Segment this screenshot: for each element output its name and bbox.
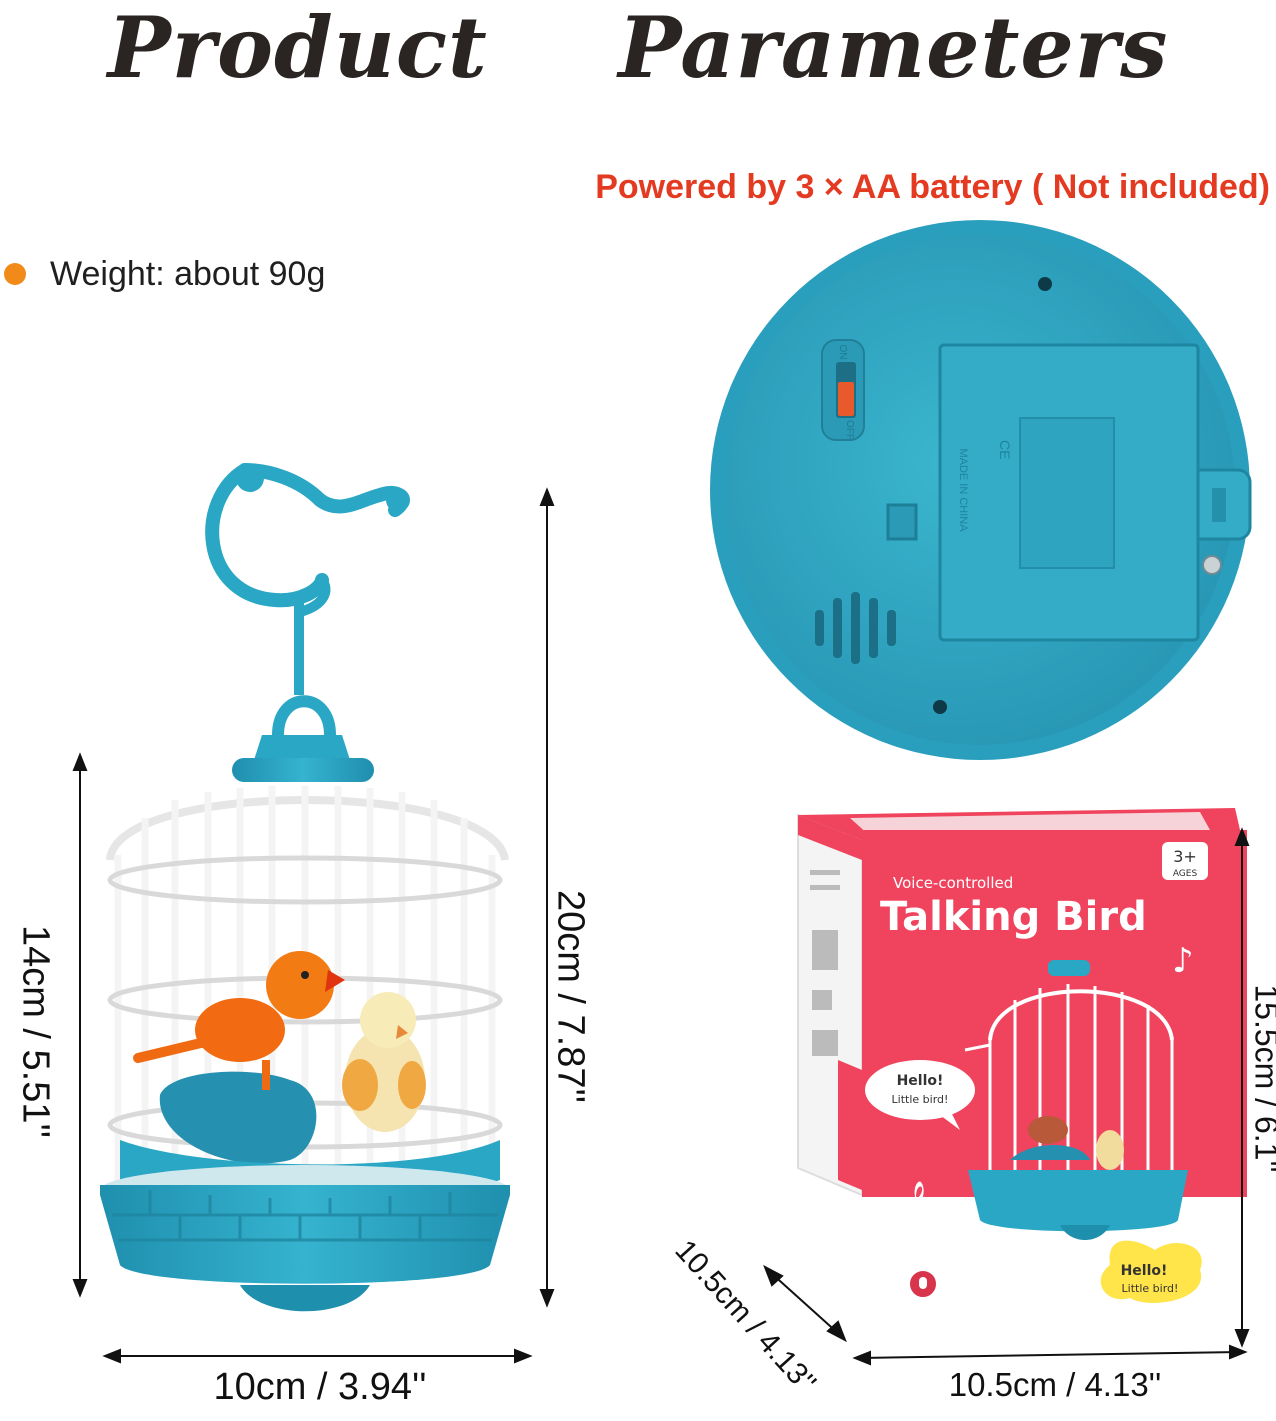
made-in-label: MADE IN CHINA	[957, 448, 969, 532]
switch-off-label: OFF	[844, 420, 855, 440]
age-label: AGES	[1173, 869, 1198, 879]
age-value: 3+	[1173, 847, 1197, 866]
cover-screw	[1203, 556, 1221, 574]
switch-slider	[838, 382, 854, 416]
cage-height-label: 20cm / 7.87''	[549, 817, 592, 1177]
cage-rock	[160, 1072, 317, 1164]
label-plate	[1020, 418, 1114, 568]
cage-body-height-label: 14cm / 5.51''	[14, 877, 57, 1187]
box-width-label: 10.5cm / 4.13''	[905, 1366, 1205, 1404]
bubble-left-text: Hello!	[897, 1073, 944, 1089]
screw-hole	[933, 700, 947, 714]
battery-base-disc: ON OFF MADE IN CHINA CE	[710, 220, 1250, 760]
screw-hole	[1038, 277, 1052, 291]
box-height-label: 15.5cm / 6.1''	[1248, 919, 1276, 1239]
box-title: Talking Bird	[880, 894, 1147, 940]
ce-mark: CE	[997, 440, 1013, 459]
bubble-left-subtext: Little bird!	[892, 1093, 949, 1106]
bird-cage	[100, 464, 510, 1311]
cage-top-cap	[232, 758, 374, 782]
switch-on-label: ON	[837, 345, 848, 360]
cage-width-label: 10cm / 3.94''	[170, 1366, 470, 1409]
power-switch: ON OFF	[822, 340, 864, 440]
yellow-bird	[342, 992, 426, 1132]
box-subtitle: Voice-controlled	[893, 874, 1013, 892]
speech-bubble-left	[865, 1060, 975, 1120]
music-note-icon: ♪	[1172, 941, 1194, 981]
